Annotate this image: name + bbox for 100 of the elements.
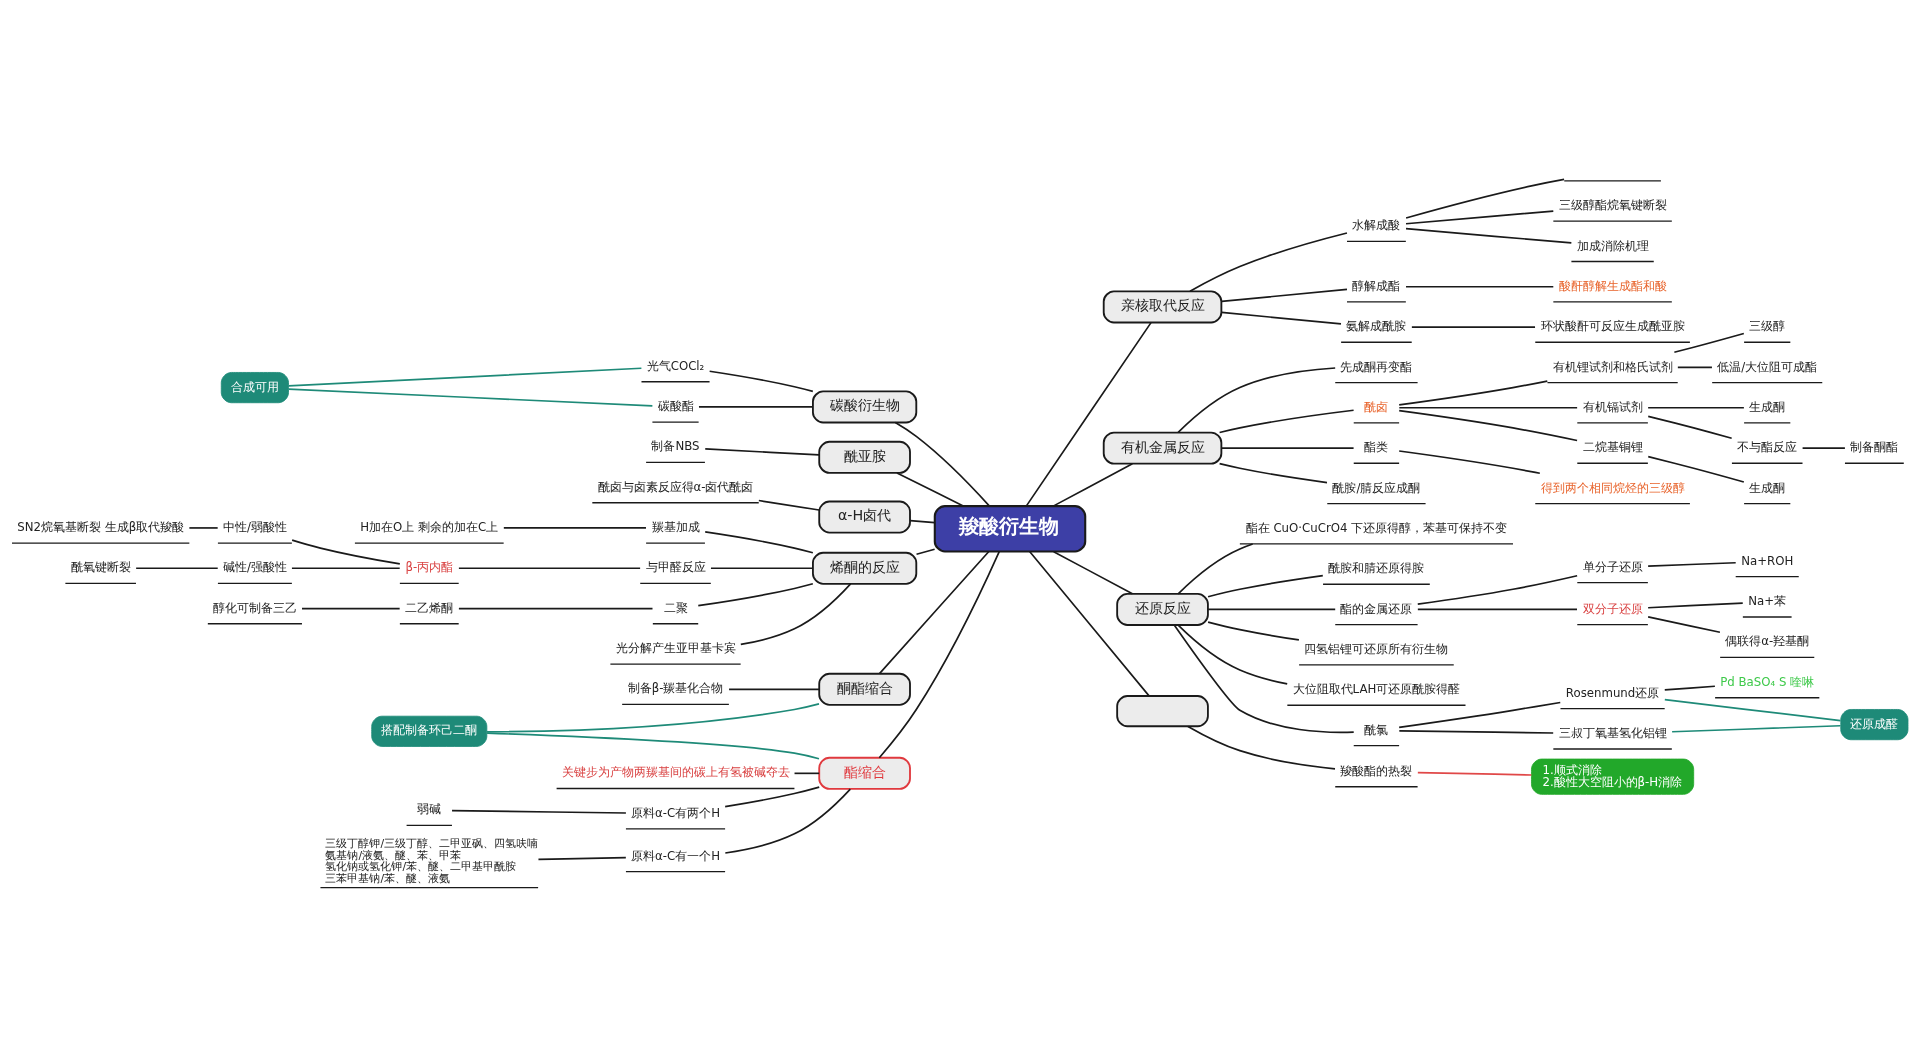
connector xyxy=(915,547,936,555)
node-box: 酰亚胺 xyxy=(818,440,911,474)
connector xyxy=(704,447,820,456)
connector xyxy=(1417,608,1578,610)
node-text: 先成酮再变酯 xyxy=(1340,359,1413,374)
connector xyxy=(537,856,627,860)
connector xyxy=(1416,574,1578,605)
connector xyxy=(1177,366,1337,433)
connector xyxy=(1220,311,1342,325)
node-text: 双分子还原 xyxy=(1582,601,1643,616)
node-box: 亲核取代反应 xyxy=(1102,289,1223,323)
node-text: 酸酐醇解生成酯和酸 xyxy=(1558,278,1667,293)
node-text: 醇化可制备三乙 xyxy=(212,600,297,615)
node-text: 原料α-C有一个H xyxy=(631,848,721,863)
connector xyxy=(1398,379,1549,406)
connector xyxy=(135,566,219,569)
connector xyxy=(486,702,820,733)
node-box: 羧酸衍生物 xyxy=(933,504,1087,552)
connector xyxy=(1405,209,1555,225)
node-line xyxy=(1563,179,1662,181)
node-text: 碱性/强酸性 xyxy=(222,559,287,574)
connector xyxy=(1177,623,1289,685)
connector xyxy=(894,421,991,507)
connector xyxy=(1647,615,1721,633)
node-text: 三级丁醇钾/三级丁醇、二甲亚砜、四氢呋喃 氨基钠/液氨、醚、苯、甲苯 氢化钠或氢化钾/苯、醚、二甲基甲酰胺 三苯甲基钠/苯、醚、液氨 xyxy=(325,836,539,885)
node-box: 有机金属反应 xyxy=(1102,431,1223,465)
connector xyxy=(1647,601,1744,609)
connector xyxy=(1647,406,1745,409)
connector xyxy=(1187,725,1336,770)
connector xyxy=(704,530,814,554)
connector xyxy=(1207,620,1300,641)
node-text: 制备NBS xyxy=(651,438,700,453)
node-text: 酰卤 xyxy=(1364,399,1389,414)
node-text: 与甲醛反应 xyxy=(645,559,706,574)
node-box: 1.顺式消除 2.酸性大空阻小的β-H消除 xyxy=(1531,758,1695,795)
connector xyxy=(697,582,814,606)
connector xyxy=(1207,574,1324,598)
node-text: Pd BaSO₄ S 喹啉 xyxy=(1720,674,1815,689)
node-text: 酰氧键断裂 xyxy=(70,559,131,574)
node-text: 水解成酸 xyxy=(1352,217,1401,232)
node-text: 二烷基铜锂 xyxy=(1582,439,1643,454)
node-box: 碳酸衍生物 xyxy=(812,389,918,423)
node-text: 低温/大位阻可成酯 xyxy=(1717,359,1818,374)
node-text: 碳酸酯 xyxy=(657,398,694,413)
connector xyxy=(1647,415,1733,439)
connector xyxy=(1647,455,1745,483)
connector xyxy=(287,366,643,387)
node-text: Na+ROH xyxy=(1741,553,1794,568)
node-text: 环状酸酐可反应生成酰亚胺 xyxy=(1540,318,1685,333)
connector xyxy=(1207,608,1337,610)
connector xyxy=(1663,698,1842,721)
node-text: 光气COCl₂ xyxy=(646,358,705,373)
connector xyxy=(301,607,401,609)
connector xyxy=(728,687,820,690)
node-text: 二聚 xyxy=(663,600,688,615)
node-text: 三叔丁氧基氢化铝锂 xyxy=(1558,725,1667,740)
connector xyxy=(503,526,647,529)
node-text: β-丙内酯 xyxy=(405,559,454,574)
connector xyxy=(1052,550,1134,595)
connector xyxy=(1405,285,1555,288)
node-text: 不与酯反应 xyxy=(1737,439,1798,454)
node-text: 制备β-羰基化合物 xyxy=(627,680,724,695)
node-box: 酯缩合 xyxy=(818,756,911,790)
connector xyxy=(1177,542,1254,595)
connector xyxy=(1398,449,1541,474)
node-text: 酯的金属还原 xyxy=(1340,601,1413,616)
connector xyxy=(451,809,627,814)
connector xyxy=(1671,724,1842,733)
node-text: 有机锂试剂和格氏试剂 xyxy=(1552,359,1673,374)
connector xyxy=(1405,227,1573,244)
connector xyxy=(1025,321,1152,507)
node-text: 加成消除机理 xyxy=(1576,238,1649,253)
node-box: 搭配制备环己二酮 xyxy=(371,715,488,747)
connector xyxy=(1801,446,1846,449)
connector xyxy=(909,519,936,523)
node-text: 氨解成酰胺 xyxy=(1346,318,1407,333)
connector xyxy=(1028,550,1150,697)
node-text: H加在O上 剩余的加在C上 xyxy=(360,519,499,534)
connector xyxy=(1663,684,1716,691)
node-text: 酰胺和腈还原得胺 xyxy=(1328,560,1425,575)
connector xyxy=(291,538,401,565)
connector xyxy=(1647,561,1737,567)
node-text: 三级醇 xyxy=(1749,318,1786,333)
node-text: 弱碱 xyxy=(417,801,442,816)
connector xyxy=(1398,406,1578,409)
node-text: 生成酮 xyxy=(1749,399,1786,414)
connector xyxy=(708,369,814,392)
connector xyxy=(291,566,401,569)
node-text: 得到两个相同烷烃的三级醇 xyxy=(1540,480,1685,495)
connector xyxy=(1398,409,1578,441)
node-box: 酮酯缩合 xyxy=(818,672,911,706)
connector xyxy=(1411,325,1536,328)
connector xyxy=(878,550,990,674)
node-text: 酯类 xyxy=(1364,439,1389,454)
connector xyxy=(486,731,820,760)
connector xyxy=(698,405,814,408)
node-box: 烯酮的反应 xyxy=(812,551,918,585)
node-text: 有机镉试剂 xyxy=(1582,399,1643,414)
connector xyxy=(1173,623,1355,733)
node-text: 酰胺/腈反应成酮 xyxy=(1332,480,1421,495)
